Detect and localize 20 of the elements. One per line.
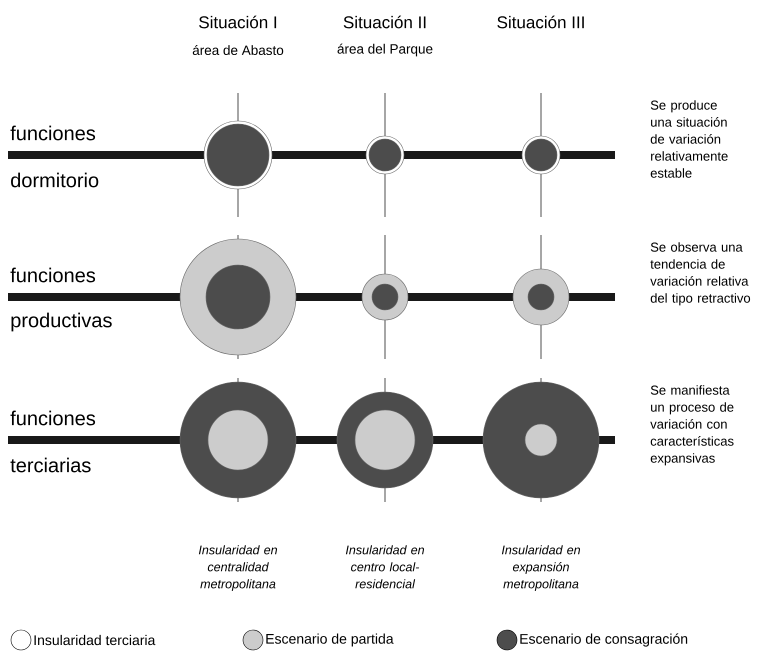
legend-label: Escenario de partida <box>266 633 394 647</box>
column-caption: Insularidad en centralidad metropolitana <box>198 545 278 591</box>
column-subheading: área de Abasto <box>192 44 284 56</box>
description-text: Se observa una tendencia de variación relativa del tipo retractivo <box>650 242 750 306</box>
row-label: dormitorio <box>11 172 98 188</box>
column-heading: Situación I <box>199 16 276 28</box>
column-caption: Insularidad en expansión metropolitana <box>502 545 580 591</box>
column-heading: Situación II <box>344 16 426 28</box>
legend-label: Insularidad terciaria <box>34 634 156 646</box>
column-caption: Insularidad en centro local-residencial <box>346 545 424 588</box>
row-label: funciones <box>10 126 96 140</box>
column-subheading: área del Parque <box>338 44 432 56</box>
column-heading: Situación III <box>497 16 584 28</box>
row-label: funciones <box>10 268 96 282</box>
row-label: productivas <box>11 312 112 332</box>
legend-label: Escenario de consagración <box>520 633 688 647</box>
description-text: Se produce una situación de variación relativamente estable <box>650 100 728 178</box>
description-text: Se manifiesta un proceso de variación con características expansivas <box>650 385 734 466</box>
row-label: terciarias <box>10 458 91 472</box>
row-label: funciones <box>10 410 96 426</box>
